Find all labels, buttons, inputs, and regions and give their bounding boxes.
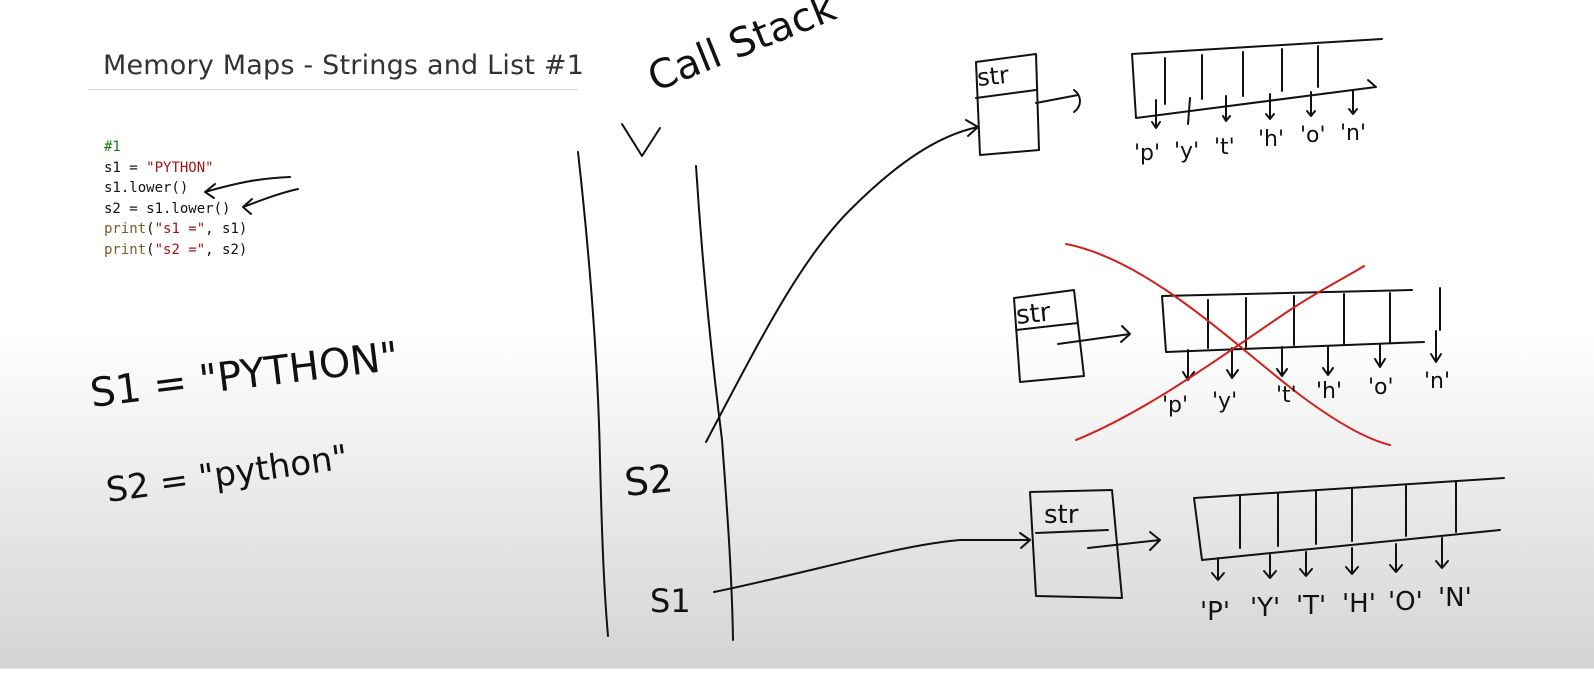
char-label: 'p' (1162, 393, 1188, 418)
char-labels-bottom: 'P' 'Y' 'T' 'H' 'O' 'N' (1200, 583, 1472, 627)
code-token: , s1) (205, 221, 248, 237)
code-line: print("s2 =", s2) (104, 240, 247, 261)
str-box-middle (1013, 289, 1085, 383)
char-label: 'n' (1340, 121, 1366, 146)
code-token: "s2 =" (154, 241, 206, 258)
char-label: 'n' (1424, 369, 1450, 394)
slide-title: Memory Maps - Strings and List #1 (103, 50, 585, 81)
code-line: s1.lower() (104, 178, 247, 199)
code-token: , s2) (205, 241, 248, 258)
code-token: print (104, 241, 147, 258)
arrow-to-second-lower-call (242, 188, 299, 215)
char-label: 't' (1214, 135, 1235, 160)
str-label-middle: str (1015, 297, 1053, 330)
pointer-s2 (705, 126, 979, 443)
stack-line-left (577, 151, 609, 637)
char-label: 'N' (1438, 583, 1472, 613)
char-label: 'P' (1200, 597, 1230, 627)
code-token: ( (146, 241, 155, 258)
var-s1-label: S1 (650, 582, 691, 620)
code-line: print("s1 =", s1) (104, 219, 247, 240)
char-array-middle (1161, 287, 1441, 353)
code-token: ( (146, 221, 155, 237)
char-array-top (1131, 38, 1383, 119)
char-label: 'y' (1212, 389, 1237, 414)
char-labels-top: 'p' 'y' 't' 'h' 'o' 'n' (1134, 121, 1366, 166)
strike-line-2 (1075, 265, 1365, 441)
code-token: s1.lower() (104, 180, 189, 196)
title-divider (88, 89, 578, 90)
str-box-top (975, 53, 1040, 156)
pointer-s1 (713, 539, 1031, 593)
code-token: print (104, 221, 147, 237)
char-label: 'H' (1342, 589, 1376, 619)
char-labels-middle: 'p' 'y' 't' 'h' 'o' 'n' (1162, 369, 1450, 418)
char-label: 'h' (1316, 379, 1342, 404)
arrow-to-lower-call (204, 176, 291, 199)
code-token: "PYTHON" (146, 159, 214, 176)
char-label: 'y' (1174, 139, 1199, 164)
call-stack-arrow (621, 123, 661, 157)
stack-line-right (695, 165, 734, 641)
char-label: 'T' (1296, 591, 1326, 621)
char-label: 'Y' (1250, 593, 1280, 623)
char-label: 'o' (1368, 375, 1394, 400)
char-label: 'O' (1388, 587, 1423, 617)
str-label-top: str (976, 61, 1011, 92)
code-line: s1 = "PYTHON" (104, 158, 247, 179)
char-label: 't' (1276, 383, 1297, 408)
code-token: s1 = (104, 159, 147, 176)
code-line: s2 = s1.lower() (104, 199, 247, 220)
str-label-bottom: str (1044, 500, 1079, 530)
call-stack-label: Call Stack (642, 0, 844, 101)
code-token: "s1 =" (154, 221, 206, 237)
char-label: 'h' (1258, 127, 1284, 152)
char-label: 'o' (1300, 123, 1326, 148)
var-s2-label: S2 (622, 456, 675, 505)
char-label: 'p' (1134, 141, 1160, 166)
code-token: #1 (104, 139, 121, 155)
code-token: s2 = s1.lower() (104, 200, 231, 217)
s2-value-note: S2 = "python" (104, 437, 351, 511)
code-line: #1 (104, 137, 247, 158)
s1-value-note: S1 = "PYTHON" (88, 333, 401, 416)
strike-line-1 (1065, 243, 1391, 446)
char-array-bottom (1193, 477, 1505, 561)
